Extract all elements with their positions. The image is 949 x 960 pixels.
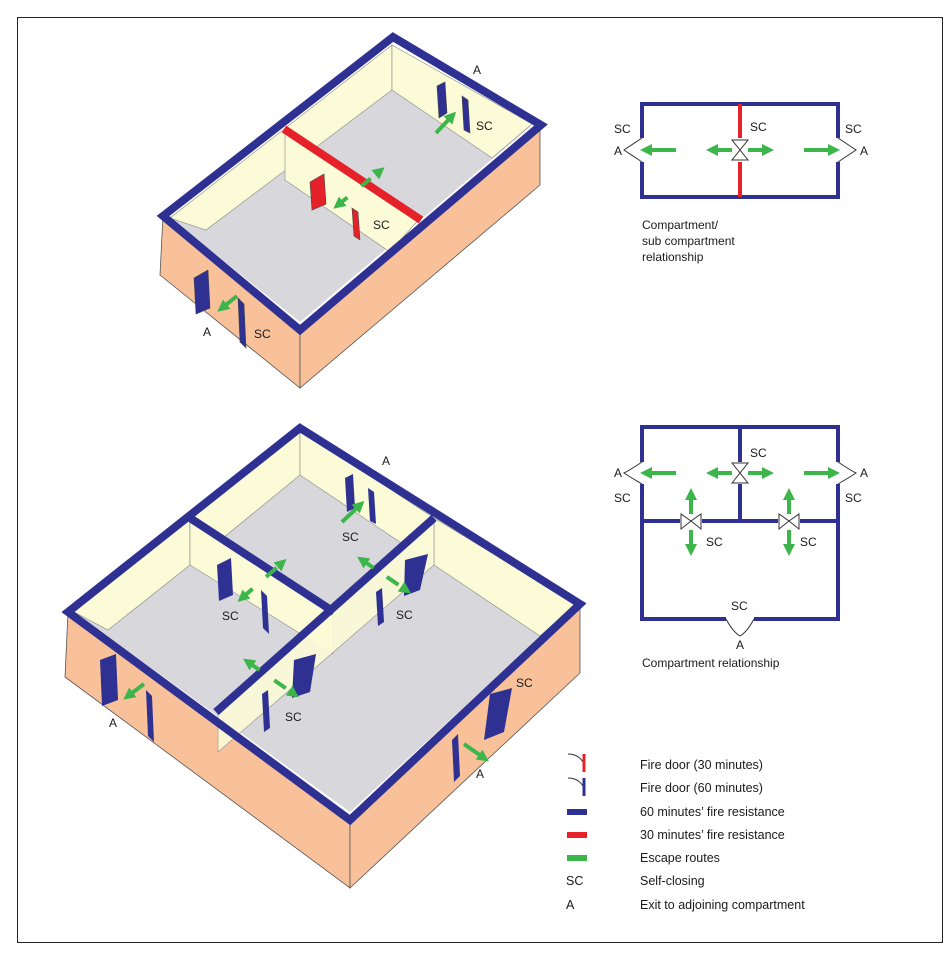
escape-route-arrow <box>217 294 239 312</box>
plan1-label-a-left: A <box>614 144 622 158</box>
plan2-door-gap <box>835 462 842 484</box>
legend-label: 30 minutes’ fire resistance <box>640 828 785 842</box>
top-inner-wall-back-right <box>391 44 533 159</box>
plan2-door <box>623 461 643 485</box>
legend-label: 60 minutes’ fire resistance <box>640 805 785 819</box>
top-label-sc-back: SC <box>476 119 493 133</box>
top-fire-door-30-leaf <box>351 207 361 241</box>
plan2-door-gap <box>726 616 754 623</box>
bottom-fire-door-60-leaf <box>146 690 154 742</box>
plan2-label-a-left: A <box>614 466 622 480</box>
top-label-a-back: A <box>473 63 481 77</box>
bottom-fire-door-60-leaf <box>100 654 118 706</box>
plan-2: SC A SC A SC SC SC SC A <box>614 425 868 652</box>
escape-route-arrow <box>243 658 299 698</box>
escape-route-arrow <box>123 682 146 700</box>
bottom-fire-door-60-leaf <box>262 690 270 732</box>
top-label-sc-front: SC <box>254 327 271 341</box>
top-fire-door-30-leaf <box>309 173 327 211</box>
plan1-label-sc-left: SC <box>614 122 631 136</box>
bottom-label-a-front: A <box>109 716 117 730</box>
plan1-door-left <box>623 137 643 163</box>
top-wall-60-outline <box>156 32 548 336</box>
bottom-label-sc-left: SC <box>222 609 239 623</box>
escape-route-arrow <box>237 559 287 602</box>
plan2-label-sc-mid-left: SC <box>706 535 723 549</box>
plan1-label-sc-mid: SC <box>750 120 767 134</box>
legend-label: Exit to adjoining compartment <box>640 898 805 912</box>
plan-1: SC A SC SC A <box>614 102 868 199</box>
legend-fire-door-30-icon <box>567 753 584 763</box>
bottom-label-sc-mid: SC <box>396 608 413 622</box>
top-label-a-front: A <box>203 325 211 339</box>
escape-route-arrow <box>357 556 411 594</box>
escape-route-arrow <box>434 111 457 135</box>
plan2-caption: Compartment relationship <box>642 656 780 670</box>
plan1-door-gap-right <box>835 138 842 162</box>
bottom-fire-door-60-leaf <box>376 588 384 626</box>
plan1-caption: Compartment/ sub compartment relationshi… <box>642 217 735 265</box>
bottom-label-a-back: A <box>382 454 390 468</box>
bottom-fire-door-60-leaf <box>452 734 460 782</box>
plan1-door-right <box>837 137 857 163</box>
bottom-fire-door-60-leaf <box>368 488 376 524</box>
plan2-door <box>725 618 755 637</box>
legend-symbol-a: A <box>566 898 575 912</box>
plan1-door-gap-left <box>639 138 646 162</box>
legend-label: Self-closing <box>640 874 705 888</box>
bottom-building: A SC SC SC SC A SC A <box>61 423 587 889</box>
bottom-label-sc-lower: SC <box>285 710 302 724</box>
top-fire-door-60-leaf <box>461 95 471 134</box>
top-label-sc-mid: SC <box>373 218 390 232</box>
escape-route-arrow <box>333 167 385 209</box>
plan2-label-a-bottom: A <box>736 638 744 652</box>
plan2-label-sc-mid-right: SC <box>800 535 817 549</box>
top-fire-door-60-leaf <box>193 269 211 315</box>
plan1-caption-line: relationship <box>642 250 704 264</box>
plan1-label-a-right: A <box>860 144 868 158</box>
top-building: A SC SC A SC <box>156 32 548 389</box>
top-fire-door-60-leaf <box>436 81 448 119</box>
bottom-fire-door-60-leaf <box>217 558 233 601</box>
bottom-wall-60-outline <box>61 423 587 826</box>
plan2-label-sc-right: SC <box>845 491 862 505</box>
escape-route-arrow <box>462 742 489 762</box>
bottom-label-sc-back: SC <box>342 530 359 544</box>
bottom-label-a-right: A <box>476 767 484 781</box>
bottom-label-sc-right: SC <box>516 676 533 690</box>
plan1-label-sc-right: SC <box>845 122 862 136</box>
legend-label: Escape routes <box>640 851 720 865</box>
legend-symbols <box>567 753 587 861</box>
plan1-caption-line: sub compartment <box>642 234 735 248</box>
legend-label: Fire door (60 minutes) <box>640 781 763 795</box>
escape-route-arrow <box>340 500 365 524</box>
plan2-door-gap <box>639 462 646 484</box>
plan2-label-a-right: A <box>860 466 868 480</box>
legend-fire-door-60-icon <box>567 777 584 787</box>
plan2-door <box>837 461 857 485</box>
bottom-fire-door-60-leaf <box>484 688 512 740</box>
diagram-frame <box>17 17 943 943</box>
top-fire-door-60-leaf <box>237 297 247 349</box>
plan2-label-sc-bottom: SC <box>731 599 748 613</box>
plan2-label-sc-top: SC <box>750 446 767 460</box>
plan2-label-sc-left: SC <box>614 491 631 505</box>
legend-symbol-sc: SC <box>566 874 584 888</box>
legend-label: Fire door (30 minutes) <box>640 758 763 772</box>
plan1-caption-line: Compartment/ <box>642 218 719 232</box>
